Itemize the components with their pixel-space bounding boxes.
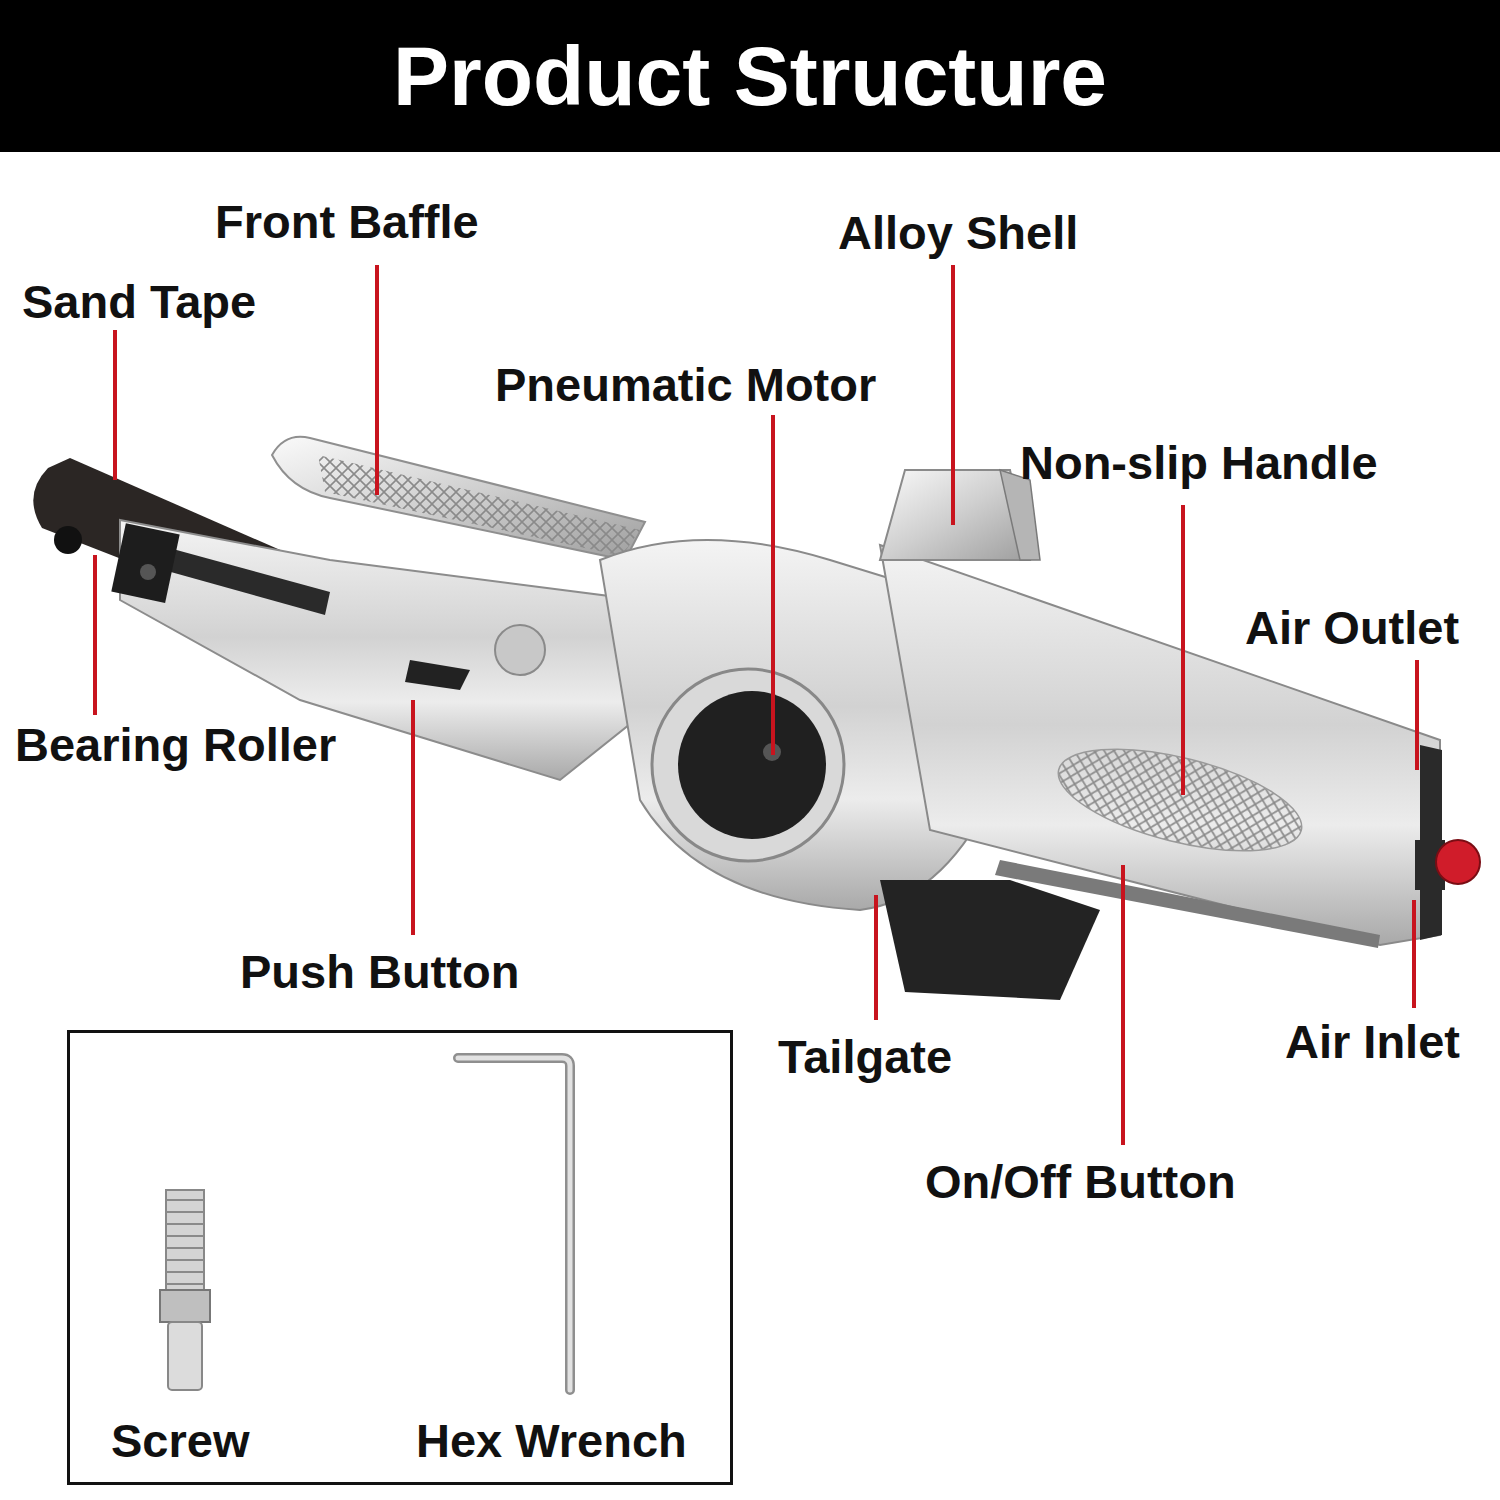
bearing-roller-pin xyxy=(54,526,82,554)
leader-line xyxy=(375,265,379,495)
part-label: Sand Tape xyxy=(22,274,256,330)
part-label: Alloy Shell xyxy=(838,205,1078,261)
screw-coupler xyxy=(168,1322,202,1390)
part-label: Air Inlet xyxy=(1285,1014,1460,1070)
front-baffle xyxy=(272,437,645,560)
part-label: On/Off Button xyxy=(925,1154,1236,1210)
part-label: Tailgate xyxy=(778,1029,952,1085)
grip-knurl xyxy=(1049,729,1312,871)
leader-line xyxy=(1415,660,1419,770)
accessory-label: Hex Wrench xyxy=(416,1413,687,1469)
leader-line xyxy=(874,895,878,1020)
leader-line xyxy=(951,265,955,525)
push-button xyxy=(405,660,470,690)
title: Product Structure xyxy=(393,28,1107,124)
roller-block xyxy=(111,523,179,603)
screw-hex xyxy=(160,1290,210,1322)
arm-screw xyxy=(495,625,545,675)
leader-line xyxy=(771,415,775,755)
screw-thread-lines xyxy=(166,1200,204,1284)
leader-line xyxy=(1181,505,1185,795)
leader-lines xyxy=(95,265,1417,1145)
leader-line xyxy=(411,700,415,935)
leader-line xyxy=(1412,900,1416,1008)
baffle-texture xyxy=(318,455,640,556)
hex-wrench xyxy=(458,1058,570,1390)
leader-line xyxy=(93,555,97,715)
inlet-cap xyxy=(1436,840,1480,884)
roller-pin xyxy=(140,564,156,580)
part-label: Non-slip Handle xyxy=(1020,435,1378,491)
part-label: Front Baffle xyxy=(215,194,479,250)
part-label: Pneumatic Motor xyxy=(495,357,876,413)
motor-rim xyxy=(652,669,844,861)
accessory-box: Screw Hex Wrench xyxy=(67,1030,733,1485)
motor-opening xyxy=(678,691,826,839)
hex-wrench-highlight xyxy=(458,1058,570,1390)
leader-line xyxy=(1121,865,1125,1145)
screw-fitting xyxy=(160,1190,210,1390)
screw-thread xyxy=(166,1190,204,1290)
accessory-label: Screw xyxy=(111,1413,249,1469)
part-label: Air Outlet xyxy=(1245,600,1459,656)
leader-line xyxy=(113,330,117,480)
title-band: Product Structure xyxy=(0,0,1500,152)
part-label: Push Button xyxy=(240,944,519,1000)
tailgate-flap xyxy=(880,880,1100,1000)
part-label: Bearing Roller xyxy=(15,717,336,773)
